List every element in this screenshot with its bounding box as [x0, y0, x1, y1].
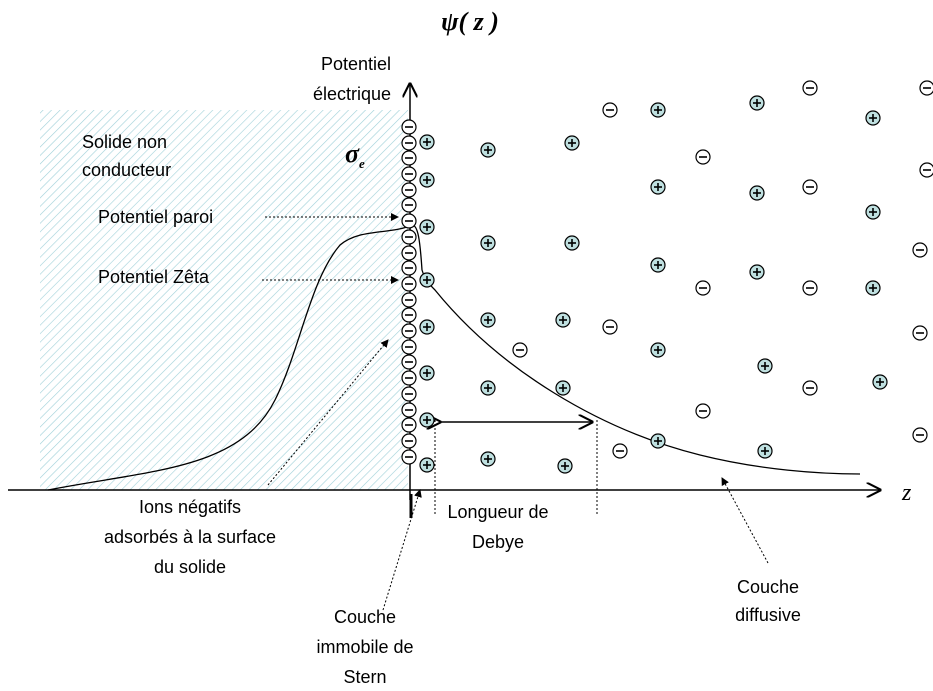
negative-ion [401, 276, 417, 292]
y-axis-label-line2: électrique [313, 84, 391, 104]
positive-ion [419, 365, 435, 381]
positive-ion [564, 135, 580, 151]
x-axis-label: z [901, 480, 912, 506]
potential-curve [47, 224, 861, 491]
stern-pointer [382, 489, 422, 611]
negative-ion [401, 386, 417, 402]
negative-ion [401, 370, 417, 386]
negative-ion [401, 402, 417, 418]
surface-charge-symbol: σe [345, 139, 365, 171]
negative-ion [401, 354, 417, 370]
negative-ion [695, 280, 711, 296]
negative-ion [512, 342, 528, 358]
ions-layer [401, 80, 933, 474]
diagram-title: ψ( z ) [441, 7, 499, 36]
positive-ion [419, 172, 435, 188]
negative-ion [695, 149, 711, 165]
negative-ion [401, 433, 417, 449]
negative-ion [401, 292, 417, 308]
solid-label-line2: conducteur [82, 160, 171, 180]
negative-ion [401, 417, 417, 433]
positive-ion [557, 458, 573, 474]
positive-ion [757, 443, 773, 459]
negative-ion [919, 162, 933, 178]
negative-ion [802, 80, 818, 96]
positive-ion [650, 433, 666, 449]
positive-ion [419, 219, 435, 235]
positive-ion [749, 95, 765, 111]
debye-label-line1: Longueur de [447, 502, 548, 522]
positive-ion [480, 142, 496, 158]
positive-ion [564, 235, 580, 251]
negative-ion [401, 229, 417, 245]
negative-ion [401, 166, 417, 182]
negative-ion [401, 339, 417, 355]
positive-ion [757, 358, 773, 374]
positive-ion [749, 185, 765, 201]
ions-label-line1: Ions négatifs [139, 497, 241, 517]
positive-ion [865, 204, 881, 220]
positive-ion [650, 102, 666, 118]
positive-ion [650, 257, 666, 273]
ions-label-line2: adsorbés à la surface [104, 527, 276, 547]
negative-ion [919, 80, 933, 96]
positive-ion [872, 374, 888, 390]
positive-ion [419, 134, 435, 150]
negative-ion [401, 323, 417, 339]
positive-ion [555, 312, 571, 328]
debye-label-line2: Debye [472, 532, 524, 552]
positive-ion [480, 451, 496, 467]
negative-ion [802, 179, 818, 195]
negative-ion [401, 213, 417, 229]
negative-ion [401, 197, 417, 213]
negative-ion [401, 449, 417, 465]
negative-ion [912, 325, 928, 341]
positive-ion [555, 380, 571, 396]
stern-label-line2: immobile de [316, 637, 413, 657]
ions-pointer [267, 339, 389, 486]
positive-ion [419, 412, 435, 428]
stern-label-line3: Stern [343, 667, 386, 687]
positive-ion [749, 264, 765, 280]
negative-ion [802, 380, 818, 396]
diffuse-label-line1: Couche [737, 577, 799, 597]
negative-ion [802, 280, 818, 296]
negative-ion [401, 150, 417, 166]
wall-potential-label: Potentiel paroi [98, 207, 213, 227]
diffuse-label-line2: diffusive [735, 605, 801, 625]
negative-ion [602, 319, 618, 335]
solid-region [40, 110, 408, 490]
negative-ion [401, 135, 417, 151]
negative-ion [401, 182, 417, 198]
positive-ion [419, 272, 435, 288]
solid-label-line1: Solide non [82, 132, 167, 152]
positive-ion [650, 179, 666, 195]
positive-ion [865, 280, 881, 296]
ions-label-line3: du solide [154, 557, 226, 577]
positive-ion [480, 235, 496, 251]
negative-ion [695, 403, 711, 419]
positive-ion [419, 457, 435, 473]
stern-label-line1: Couche [334, 607, 396, 627]
zeta-potential-label: Potentiel Zêta [98, 267, 210, 287]
negative-ion [401, 260, 417, 276]
y-axis-label-line1: Potentiel [321, 54, 391, 74]
negative-ion [612, 443, 628, 459]
positive-ion [419, 319, 435, 335]
negative-ion [602, 102, 618, 118]
negative-ion [912, 242, 928, 258]
negative-ion [401, 307, 417, 323]
positive-ion [480, 380, 496, 396]
diffuse-pointer [721, 477, 769, 564]
positive-ion [480, 312, 496, 328]
positive-ion [650, 342, 666, 358]
negative-ion [912, 427, 928, 443]
negative-ion [401, 119, 417, 135]
negative-ion [401, 245, 417, 261]
positive-ion [865, 110, 881, 126]
